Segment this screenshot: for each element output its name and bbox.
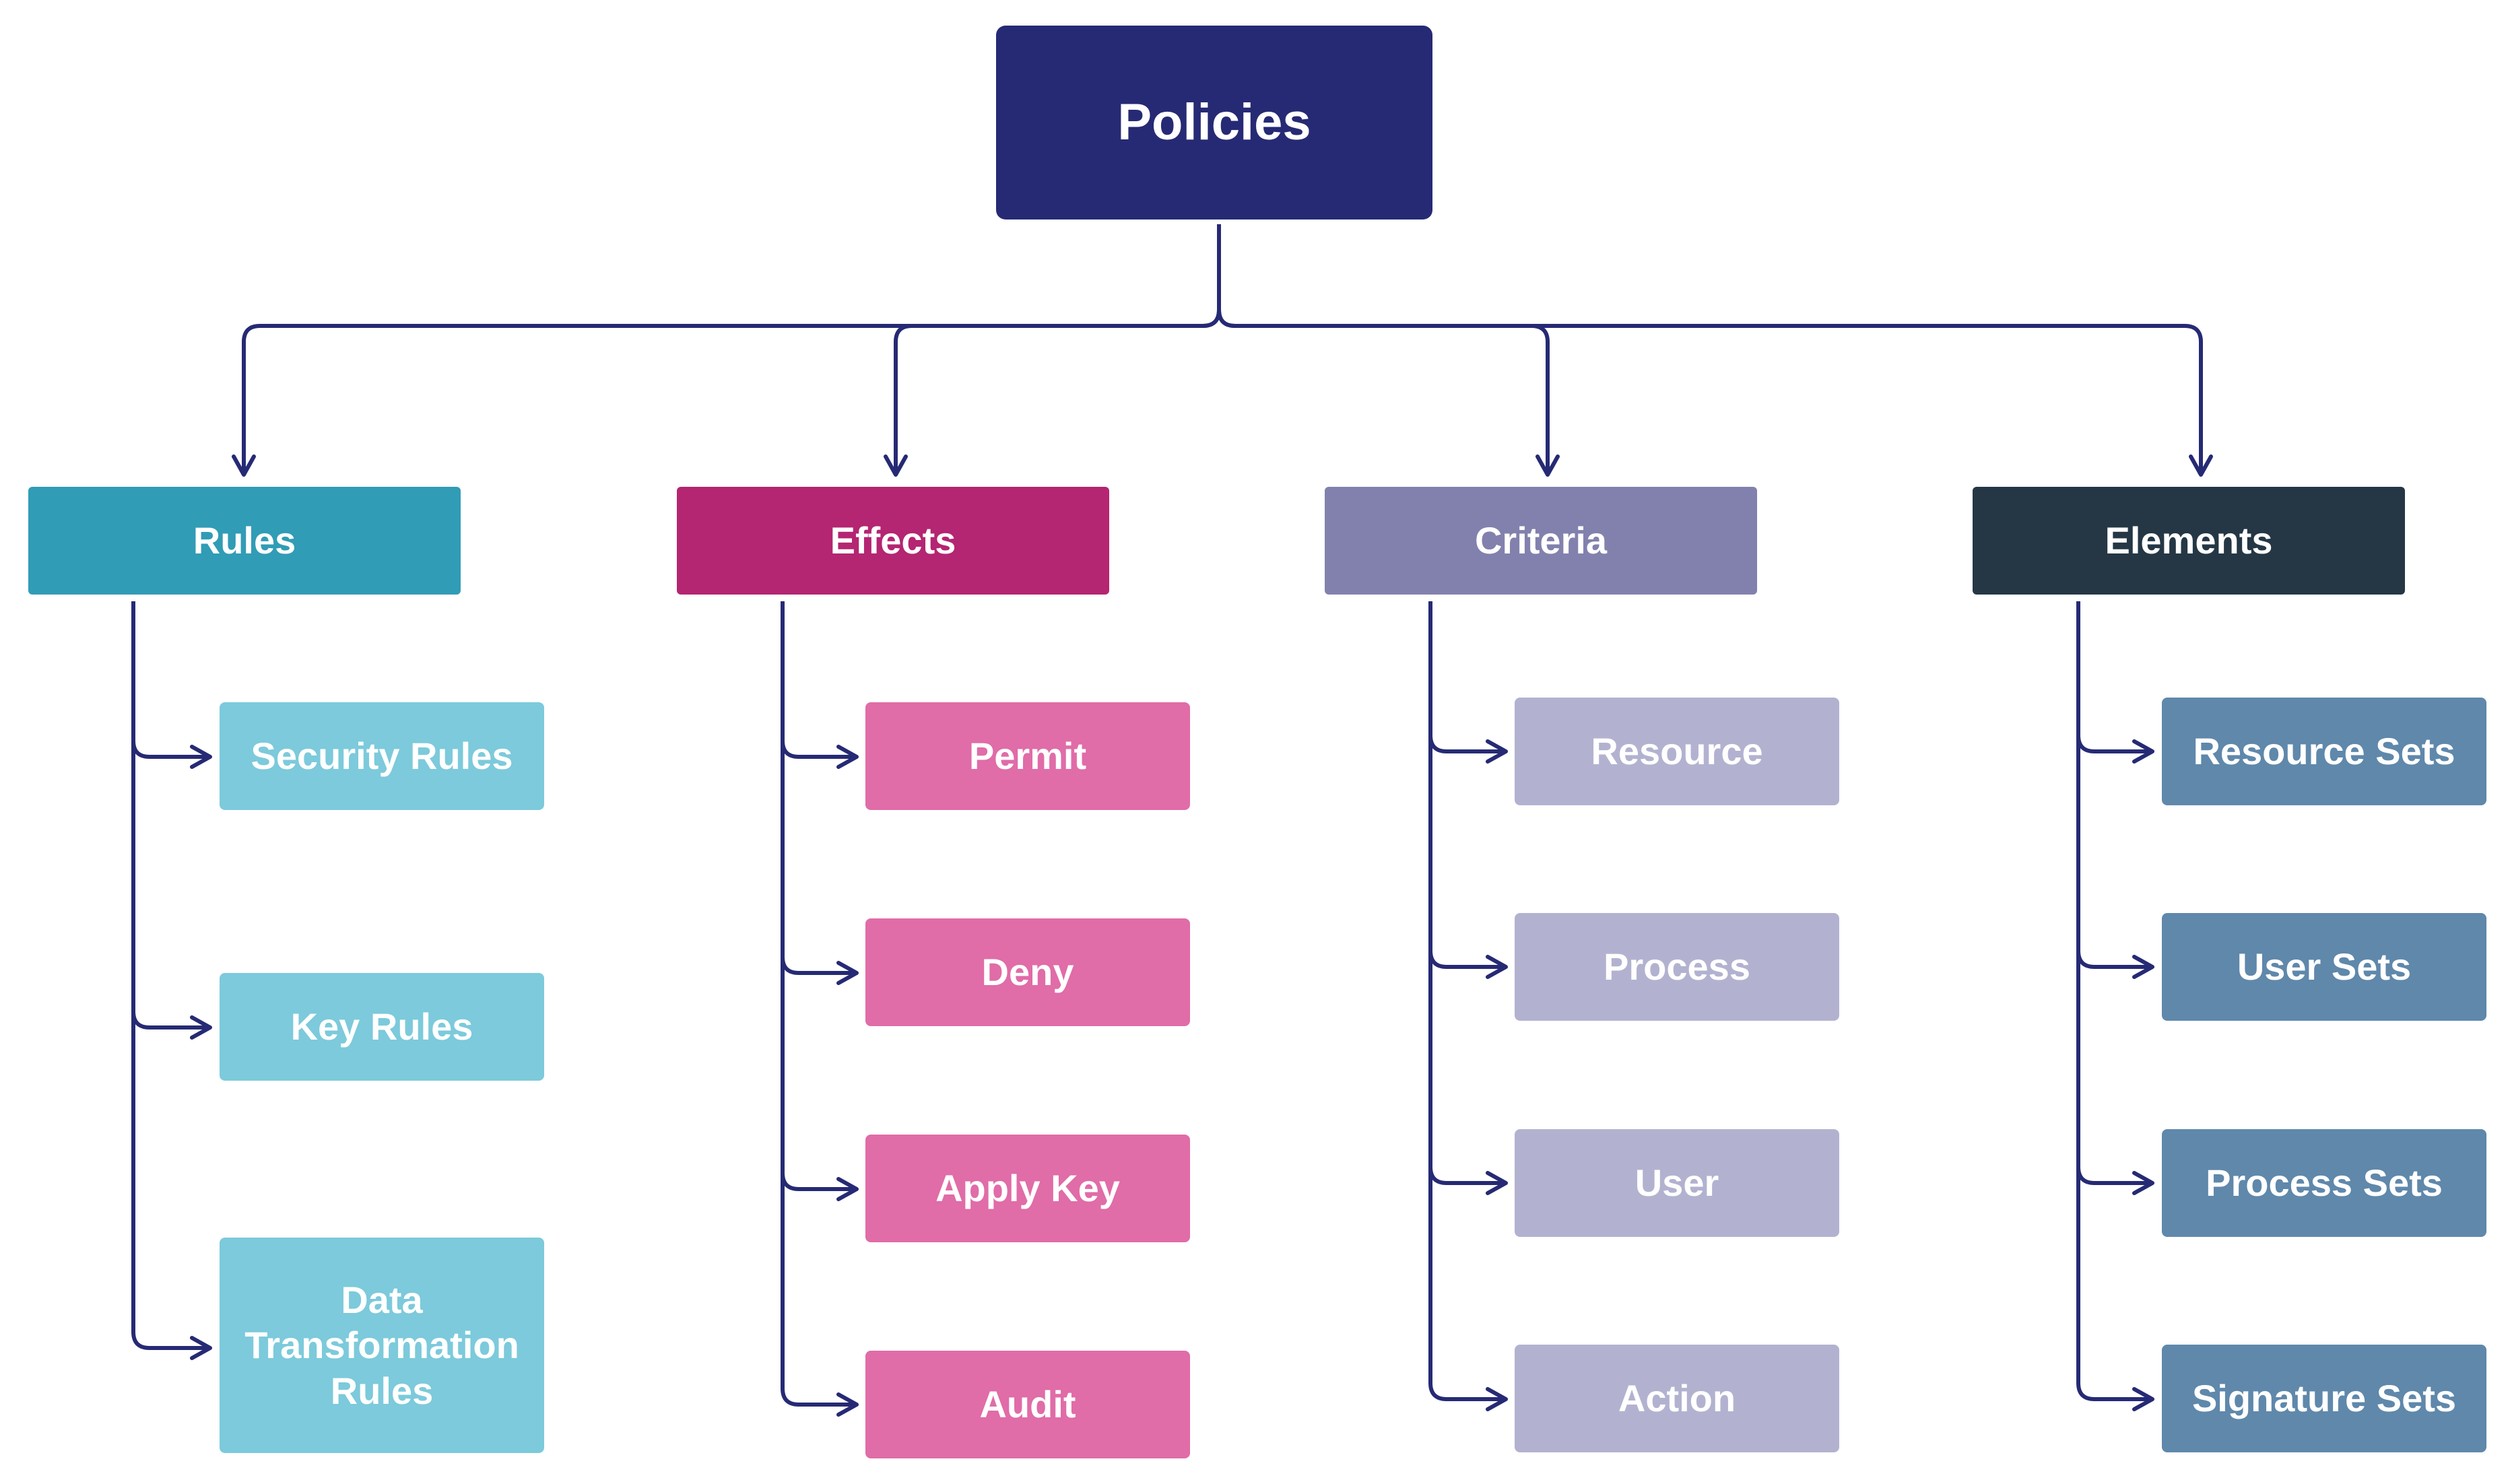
elements-spine [2076, 601, 2154, 1411]
effects-child-apply-key: Apply Key [865, 1135, 1190, 1242]
category-criteria: Criteria [1325, 487, 1757, 595]
effects-branch-3 [781, 1172, 859, 1201]
criteria-branch-3 [1428, 1166, 1508, 1195]
rules-child-data-transformation-rules: Data Transformation Rules [220, 1238, 544, 1453]
category-elements: Elements [1973, 487, 2405, 595]
rules-branch-2 [131, 1011, 212, 1040]
rules-spine [131, 601, 212, 1360]
category-effects: Effects [677, 487, 1109, 595]
branch-elements [1217, 309, 2213, 477]
criteria-child-action: Action [1515, 1345, 1839, 1452]
elements-branch-2 [2076, 950, 2154, 979]
branch-effects [884, 309, 1221, 477]
category-rules: Rules [28, 487, 461, 595]
rules-child-key-rules: Key Rules [220, 973, 544, 1081]
elements-child-resource-sets: Resource Sets [2162, 698, 2486, 805]
effects-branch-1 [781, 740, 859, 769]
root-policies: Policies [996, 26, 1432, 220]
rules-child-security-rules: Security Rules [220, 702, 544, 810]
criteria-child-user: User [1515, 1129, 1839, 1237]
criteria-spine [1428, 601, 1508, 1411]
root-trunk [232, 224, 1221, 477]
criteria-branch-1 [1428, 735, 1508, 764]
elements-child-user-sets: User Sets [2162, 913, 2486, 1021]
effects-child-audit: Audit [865, 1351, 1190, 1458]
elements-child-process-sets: Process Sets [2162, 1129, 2486, 1237]
elements-branch-1 [2076, 735, 2154, 764]
rules-branch-1 [131, 740, 212, 769]
elements-branch-3 [2076, 1166, 2154, 1195]
effects-child-permit: Permit [865, 702, 1190, 810]
elements-child-signature-sets: Signature Sets [2162, 1345, 2486, 1452]
effects-branch-2 [781, 956, 859, 985]
criteria-child-process: Process [1515, 913, 1839, 1021]
effects-child-deny: Deny [865, 918, 1190, 1026]
branch-criteria [1217, 309, 1560, 477]
effects-spine [781, 601, 859, 1417]
criteria-child-resource: Resource [1515, 698, 1839, 805]
criteria-branch-2 [1428, 950, 1508, 979]
